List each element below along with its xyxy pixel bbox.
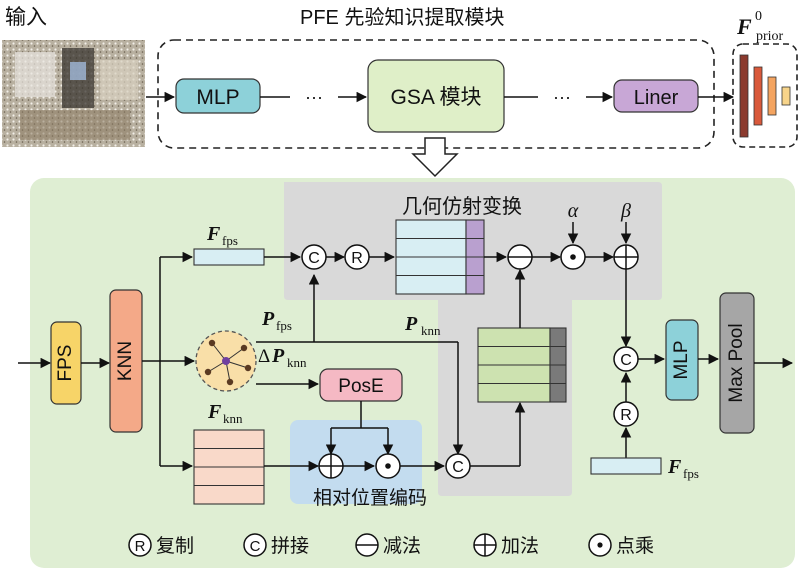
gsa-block	[367, 59, 505, 133]
svg-text:R: R	[620, 407, 632, 424]
legend-subtract: 减法	[355, 533, 421, 557]
pfe-module-frame	[157, 39, 715, 149]
f-knn-label: F knn	[207, 401, 243, 426]
ellipsis-right: ···	[553, 87, 571, 107]
knn-feature-matrix	[477, 327, 567, 403]
concat-op-fps: C	[301, 244, 327, 270]
svg-text:Δ: Δ	[258, 346, 270, 367]
svg-text:F: F	[736, 14, 752, 39]
svg-text:fps: fps	[222, 233, 238, 248]
copy-op-fps: R	[344, 244, 370, 270]
svg-text:fps: fps	[683, 466, 699, 481]
fps-repeated-matrix	[395, 219, 485, 295]
svg-text:R: R	[351, 250, 363, 267]
svg-text:fps: fps	[276, 318, 292, 333]
mlp-block	[175, 78, 261, 114]
pose-label: PosE	[338, 376, 383, 397]
beta-label: β	[620, 200, 631, 222]
prior-feature-frame	[732, 43, 798, 148]
f-fps-bar	[193, 248, 265, 266]
svg-text:C: C	[250, 538, 261, 555]
p-knn-label: P knn	[404, 313, 441, 338]
svg-text:knn: knn	[287, 355, 307, 370]
legend-dot: 点乘	[588, 533, 654, 557]
f-prior-label: F 0 prior	[736, 9, 784, 44]
gsa-label: GSA 模块	[390, 86, 481, 109]
f-fps-label: F fps	[206, 223, 238, 248]
svg-text:C: C	[452, 459, 464, 476]
pfe-title: PFE 先验知识提取模块	[300, 6, 504, 29]
svg-text:prior: prior	[756, 29, 784, 44]
relpos-title: 相对位置编码	[313, 487, 427, 509]
liner-block	[613, 79, 699, 113]
dot-op-relpos	[375, 453, 401, 479]
liner-label: Liner	[634, 87, 679, 109]
mlp-label: MLP	[196, 86, 239, 109]
point-cloud-image	[2, 40, 145, 147]
concat-op-knn: C	[445, 453, 471, 479]
f-fps-bottom-label: F fps	[667, 456, 699, 481]
legend: R 复制 C 拼接 减法 加法 点乘	[128, 533, 654, 557]
svg-text:拼接: 拼接	[271, 535, 309, 557]
affine-title: 几何仿射变换	[402, 194, 522, 218]
svg-text:加法: 加法	[501, 535, 539, 557]
maxpool-label: Max Pool	[726, 323, 747, 402]
knn-label: KNN	[115, 341, 136, 381]
svg-text:knn: knn	[421, 323, 441, 338]
svg-text:复制: 复制	[156, 535, 194, 557]
input-label: 输入	[5, 5, 47, 29]
svg-text:C: C	[620, 352, 632, 369]
add-op-relpos	[318, 453, 344, 479]
concat-op-final: C	[613, 346, 639, 372]
svg-text:F: F	[207, 401, 222, 423]
svg-text:C: C	[308, 250, 320, 267]
svg-text:减法: 减法	[383, 535, 421, 557]
subtract-op	[507, 244, 533, 270]
svg-text:R: R	[135, 538, 146, 555]
svg-text:P: P	[404, 313, 418, 335]
f-knn-matrix	[193, 429, 265, 505]
mlp-block-detail	[665, 319, 699, 401]
svg-text:P: P	[271, 345, 285, 367]
knn-neighborhood-icon	[195, 330, 257, 392]
svg-text:knn: knn	[223, 411, 243, 426]
svg-text:点乘: 点乘	[616, 535, 654, 557]
fps-label: FPS	[55, 345, 76, 382]
svg-text:F: F	[667, 456, 682, 478]
ellipsis-left: ···	[305, 87, 323, 107]
svg-text:F: F	[206, 223, 221, 245]
delta-p-knn-label: Δ P knn	[258, 345, 307, 370]
f-fps-bar-bottom	[590, 457, 662, 475]
relative-position-panel	[290, 420, 422, 504]
expand-arrow	[411, 137, 459, 178]
alpha-label: α	[568, 200, 579, 222]
legend-concat: C 拼接	[243, 533, 309, 557]
svg-text:0: 0	[755, 9, 762, 24]
legend-copy: R 复制	[128, 533, 194, 557]
copy-op-bottom: R	[613, 401, 639, 427]
legend-add: 加法	[473, 533, 539, 557]
svg-text:P: P	[261, 308, 275, 330]
p-fps-label: P fps	[261, 308, 292, 333]
prior-feature-bars	[739, 54, 791, 138]
add-op-beta	[613, 244, 639, 270]
mlp-detail-label: MLP	[671, 340, 692, 379]
dot-op-alpha	[560, 244, 586, 270]
